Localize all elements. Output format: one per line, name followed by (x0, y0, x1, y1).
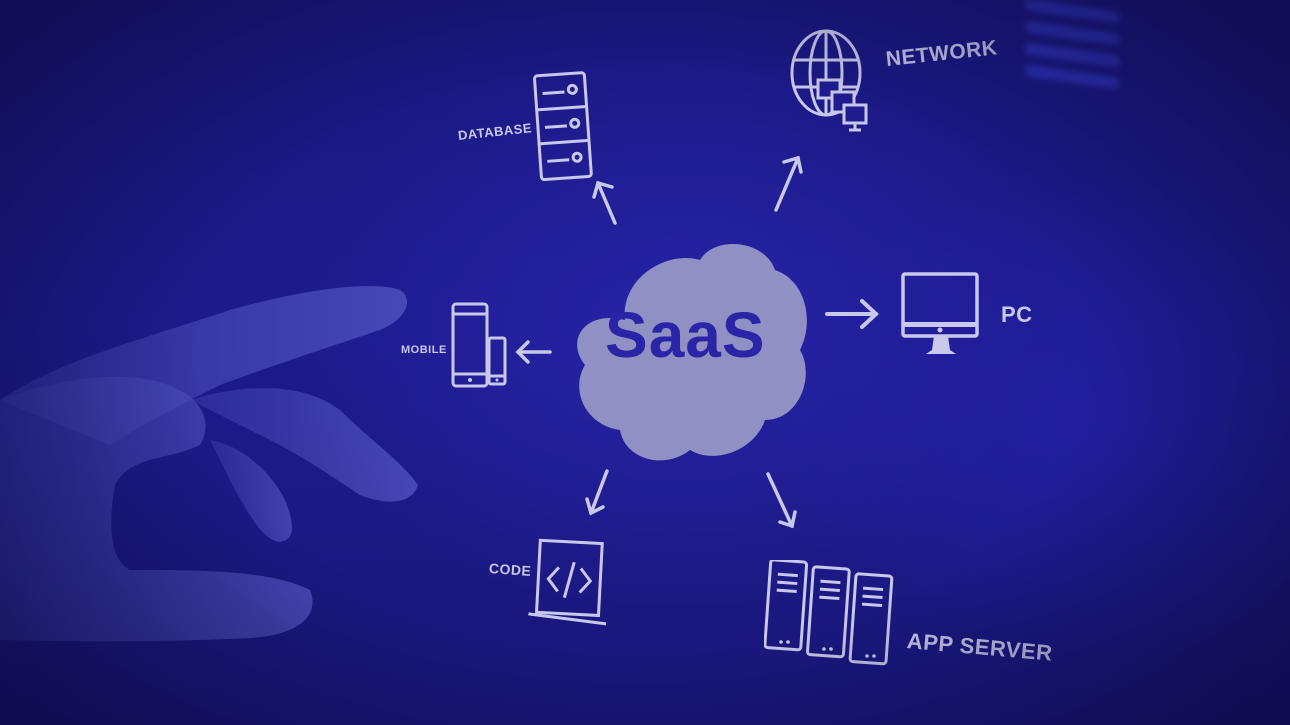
arrow-to-database-icon (590, 175, 625, 230)
laptop-code-icon (528, 538, 613, 633)
database-server-icon (533, 70, 595, 185)
pointing-hand-image (0, 270, 430, 650)
saas-label: SaaS (605, 299, 766, 371)
arrow-to-network-icon (768, 150, 808, 215)
code-label: CODE (488, 560, 532, 579)
background-light-stripes (1025, 0, 1125, 95)
pc-label: PC (1001, 302, 1033, 327)
arrow-to-mobile-icon (512, 337, 554, 367)
arrow-to-app-server-icon (762, 468, 802, 533)
desktop-monitor-icon (900, 270, 982, 362)
arrow-to-code-icon (583, 465, 613, 520)
server-rack-icon (764, 560, 899, 675)
arrow-to-pc-icon (824, 296, 882, 332)
globe-network-icon (788, 25, 878, 140)
mobile-devices-icon (450, 300, 510, 390)
mobile-label: MOBILE (401, 344, 447, 356)
